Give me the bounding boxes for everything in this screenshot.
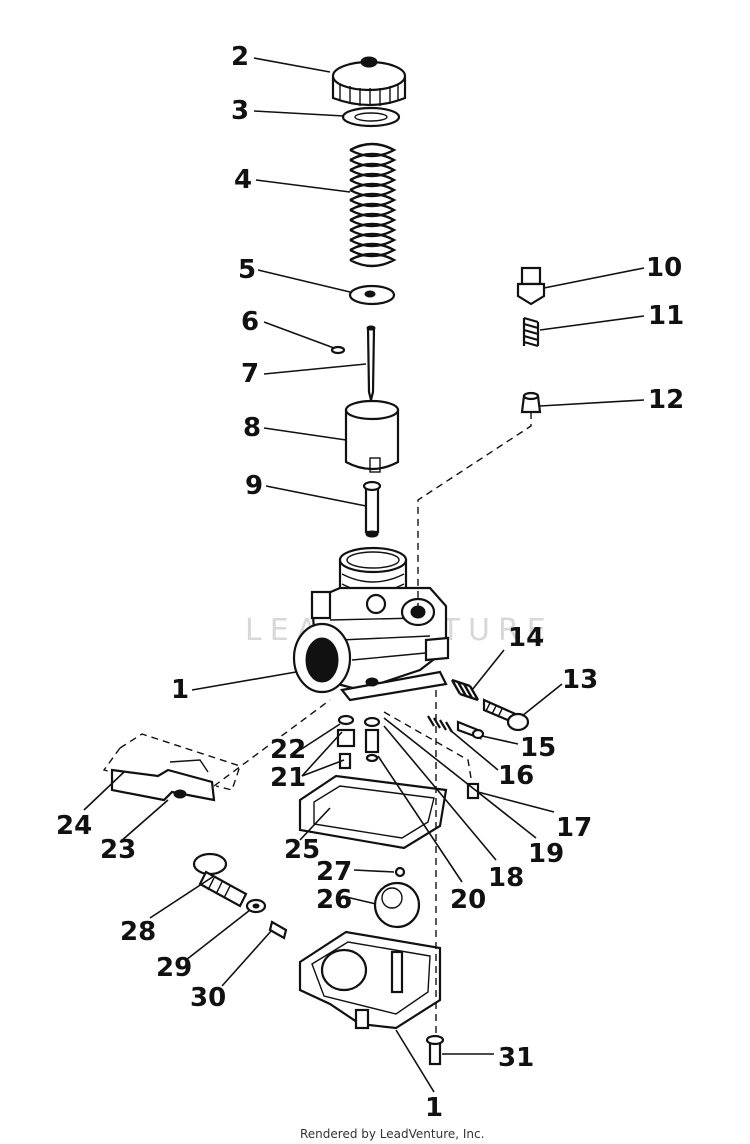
callout-31: 31 [498,1043,534,1073]
part-17-plug[interactable] [466,782,480,800]
part-16-spring[interactable] [427,715,453,733]
callout-19: 19 [528,839,564,869]
callout-27: 27 [316,857,352,887]
part-19-jet[interactable] [363,716,381,754]
guide-line-bracket [213,699,331,787]
part-11-spring[interactable] [522,316,540,348]
leader-lines [83,57,645,1093]
callout-1-bowl: 1 [425,1093,443,1123]
footer-credit: Rendered by LeadVenture, Inc. [300,1127,484,1141]
part-13-throttle-stop-screw[interactable] [482,698,530,732]
callout-14: 14 [508,623,544,653]
part-31-drain-screw[interactable] [425,1034,445,1066]
callout-6: 6 [241,307,259,337]
callout-11: 11 [648,301,684,331]
part-10-pilot-screw[interactable] [516,266,546,306]
callout-23: 23 [100,835,136,865]
part-3-gasket[interactable] [341,106,401,128]
callout-4: 4 [234,165,252,195]
part-7-jet-needle[interactable] [366,325,376,401]
part-27-float-pin[interactable] [394,866,406,878]
guide-line-12-to-body [417,412,532,612]
callout-25: 25 [284,835,320,865]
part-6-clip[interactable] [330,345,346,355]
callout-18: 18 [488,863,524,893]
callout-21: 21 [270,763,306,793]
part-24-bracket-outline [102,733,241,801]
callout-26: 26 [316,885,352,915]
callout-29: 29 [156,953,192,983]
callout-16: 16 [498,761,534,791]
part-26-float[interactable] [373,881,421,929]
callout-2: 2 [231,42,249,72]
part-22-main-jet[interactable] [336,714,356,748]
part-2-top-cap[interactable] [331,56,407,107]
callout-15: 15 [520,733,556,763]
callout-5: 5 [238,255,256,285]
callout-22: 22 [270,735,306,765]
callout-12: 12 [648,385,684,415]
callout-1-body: 1 [171,675,189,705]
part-28-bolt[interactable] [192,852,248,908]
part-15-pilot-screw[interactable] [456,720,485,740]
callout-3: 3 [231,96,249,126]
part-12-plug[interactable] [520,391,542,414]
part-29-washer[interactable] [245,898,267,914]
part-30-nozzle[interactable] [268,920,288,940]
callout-30: 30 [190,983,226,1013]
part-1-float-bowl[interactable] [298,930,442,1030]
callout-17: 17 [556,813,592,843]
part-1-carburetor-body[interactable] [292,546,450,702]
part-20-washer[interactable] [365,753,379,763]
callout-8: 8 [243,413,261,443]
callout-9: 9 [245,471,263,501]
guide-line-16-17 [383,711,473,785]
callout-20: 20 [450,885,486,915]
callout-7: 7 [241,359,259,389]
part-14-spring[interactable] [450,678,480,702]
part-5-retainer[interactable] [348,284,396,306]
part-9-needle-jet[interactable] [362,480,382,538]
part-4-spring[interactable] [349,142,397,268]
part-8-throttle-slide[interactable] [344,399,400,473]
part-25-bowl-gasket[interactable] [298,774,448,850]
callout-10: 10 [646,253,682,283]
callout-24: 24 [56,811,92,841]
part-23-choke-lever[interactable] [110,759,216,802]
callout-labels: 2 3 4 5 6 7 8 9 10 11 12 1 14 13 15 22 2… [56,42,684,1123]
callout-13: 13 [562,665,598,695]
callout-28: 28 [120,917,156,947]
